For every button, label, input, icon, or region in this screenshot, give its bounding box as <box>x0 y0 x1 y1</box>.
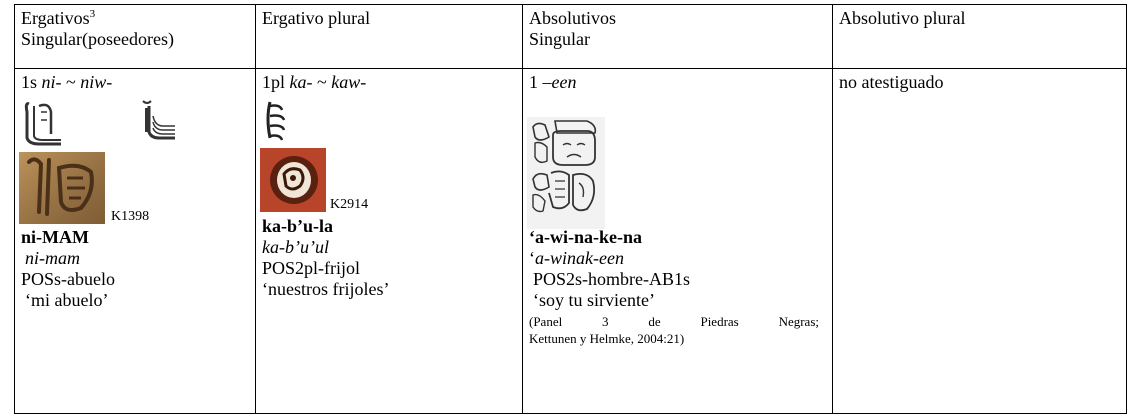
col1-translation: ‘mi abuelo’ <box>25 290 109 310</box>
footnote-marker: 3 <box>89 8 96 20</box>
cell-ergativo-plural: 1pl ka- ~ kaw- K2914 <box>255 68 523 414</box>
col1-gloss-b: s-abuelo <box>54 269 116 289</box>
header-col3-line1: Absolutivos <box>529 8 617 28</box>
content-row: 1s ni- ~ niw- <box>14 68 1127 414</box>
col1-gloss-a: POS <box>21 269 55 289</box>
col2-morph-b: kaw- <box>331 72 367 92</box>
header-absolutivo-plural: Absolutivo plural <box>832 4 1127 69</box>
header-ergativos-singular: Ergativos3 Singular(poseedores) <box>14 4 256 69</box>
col3-citation: (Panel 3 de Piedras Negras; Kettunen y H… <box>529 313 819 347</box>
col1-tilde: ~ <box>66 72 76 92</box>
col3-translation: ‘soy tu sirviente’ <box>533 290 655 310</box>
ergative-absolutive-table: Ergativos3 Singular(poseedores) Ergativo… <box>14 4 1127 414</box>
header-col1-line2: Singular(poseedores) <box>21 29 174 49</box>
col2-affix-line: 1pl ka- ~ kaw- <box>262 72 516 93</box>
col1-gloss: POSs-abuelo <box>21 269 115 290</box>
col3-transcription: a-winak-een <box>535 248 624 268</box>
col3-morph: –een <box>542 72 577 92</box>
col1-affix-line: 1s ni- ~ niw- <box>21 72 249 93</box>
glyph-awinak-een-icon <box>527 117 605 229</box>
col1-photo-code: K1398 <box>111 209 150 224</box>
col2-morph-a: ka- <box>289 72 313 92</box>
header-col4-label: Absolutivo plural <box>839 8 966 28</box>
col2-tilde: ~ <box>317 72 327 92</box>
col2-person: 1pl <box>262 72 286 92</box>
col3-person: 1 <box>529 72 538 92</box>
col1-morph-b: niw- <box>80 72 113 92</box>
col3-gloss-block: ‘a-wi-na-ke-na ‘a-winak-een POS2s-hombre… <box>529 227 819 347</box>
col4-not-attested: no atestiguado <box>839 72 944 92</box>
glyph-ka-icon <box>266 101 286 141</box>
col3-transcription-prefix: ‘ <box>529 248 535 268</box>
col1-gloss-block: ni-MAM ni-mam POSs-abuelo ‘mi abuelo’ <box>21 227 115 311</box>
cell-absolutivo-plural: no atestiguado <box>832 68 1127 414</box>
glyph-ni-variant-b-icon <box>142 100 175 140</box>
col2-transcription: ka-b’u’ul <box>262 237 329 257</box>
header-row: Ergativos3 Singular(poseedores) Ergativo… <box>14 4 1127 69</box>
col2-transliteration: ka-b’u-la <box>262 216 334 236</box>
col1-morph-a: ni- <box>41 72 62 92</box>
col3-affix-line: 1 –een <box>529 72 826 93</box>
col2-translation: ‘nuestros frijoles’ <box>262 279 390 299</box>
col1-person: 1s <box>21 72 38 92</box>
col3-citation-line1: (Panel 3 de Piedras Negras; <box>529 314 819 329</box>
col3-transcription-line: ‘a-winak-een <box>529 248 819 269</box>
col1-transcription: ni-mam <box>25 248 80 268</box>
header-col2-label: Ergativo plural <box>262 8 371 28</box>
header-ergativo-plural: Ergativo plural <box>255 4 523 69</box>
col2-gloss: POS2pl-frijol <box>262 258 361 278</box>
col2-photo-code: K2914 <box>330 197 369 212</box>
glyph-photo-k1398 <box>19 152 105 224</box>
header-col3-line2: Singular <box>529 29 590 49</box>
glyph-photo-k2914 <box>260 148 326 212</box>
cell-absolutivo-singular: 1 –een <box>522 68 833 414</box>
glyph-ni-variant-a-icon <box>24 102 61 146</box>
col1-transliteration: ni-MAM <box>21 227 89 247</box>
col2-gloss-block: ka-b’u-la ka-b’u’ul POS2pl-frijol ‘nuest… <box>262 216 389 300</box>
header-col1-line1: Ergativos <box>21 8 90 28</box>
col3-gloss: POS2s-hombre-AB1s <box>533 269 691 289</box>
col3-transliteration: ‘a-wi-na-ke-na <box>529 227 642 247</box>
header-absolutivos-singular: Absolutivos Singular <box>522 4 833 69</box>
cell-ergativo-singular: 1s ni- ~ niw- <box>14 68 256 414</box>
col3-citation-line2: Kettunen y Helmke, 2004:21) <box>529 331 685 346</box>
